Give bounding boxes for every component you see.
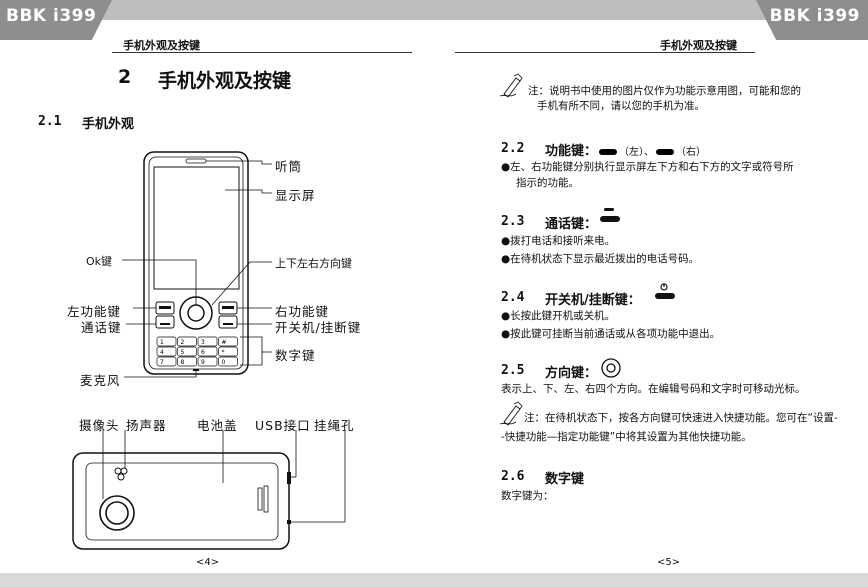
label-microphone: 麦克风 [80, 373, 121, 388]
keypad-key-label: 4 [160, 349, 164, 356]
section-title-2-1: 手机外观 [82, 117, 135, 132]
keypad-key-7 [156, 356, 177, 367]
header-rule-right [455, 52, 755, 53]
chapter-number: 2 [118, 66, 132, 88]
screen [153, 166, 240, 290]
s22-line2: 指示的功能。 [516, 177, 579, 189]
footer-band [0, 573, 868, 587]
section-title-2-2: 功能键：（左）、（右） [545, 144, 707, 159]
keypad-key-label: 2 [181, 339, 185, 346]
keypad-key-label: # [222, 339, 227, 346]
section-number-2-2: 2.2 [501, 141, 525, 156]
header-band [0, 0, 868, 20]
label-usb-port: USB接口 [255, 418, 311, 433]
keypad-key-label: * [222, 349, 225, 356]
s25-line: 表示上、下、左、右四个方向。在编辑号码和文字时可移动光标。 [501, 383, 806, 395]
end-key [218, 315, 238, 329]
brand-tab-left [0, 0, 112, 40]
keypad-key-2 [177, 336, 197, 347]
section-number-2-6: 2.6 [501, 469, 525, 484]
section-title-2-6: 数字键 [545, 472, 585, 487]
brand-logo-right: BBK i399 [769, 6, 860, 26]
section-title-2-4: 开关机/挂断键： [545, 293, 641, 308]
page-number-right: <5> [657, 557, 681, 568]
section-title-2-5: 方向键： [545, 366, 598, 381]
label-nav-key: 上下左右方向键 [275, 257, 352, 270]
keypad-key-0 [218, 356, 238, 367]
brand-tab-right [756, 0, 868, 40]
label-power-end-key: 开关机/挂断键 [275, 320, 362, 335]
label-left-soft-key: 左功能键 [67, 304, 122, 319]
page-number-left: <4> [196, 557, 220, 568]
keypad-key-9 [197, 356, 218, 367]
keypad-key-label: 1 [160, 339, 164, 346]
section-number-2-4: 2.4 [501, 290, 525, 305]
section-title-2-3: 通话键： [545, 217, 598, 232]
label-speaker: 扬声器 [126, 418, 167, 433]
s23-bullet2: ●在待机状态下显示最近拨出的电话号码。 [501, 253, 700, 265]
keypad-key-3 [197, 336, 218, 347]
ok-button [187, 304, 205, 322]
keypad-key-# [218, 336, 238, 347]
section-number-2-3: 2.3 [501, 214, 525, 229]
header-rule-left [112, 52, 412, 53]
call-key [155, 315, 175, 329]
keypad-key-4 [156, 346, 177, 357]
note2-line2: -快捷功能—指定功能键”中将其设置为其他快捷功能。 [501, 431, 752, 443]
note1-line1: 注：说明书中使用的图片仅作为功能示意用图，可能和您的 [528, 85, 801, 97]
camera-lens-inner [105, 501, 129, 525]
keypad-key-label: 8 [181, 359, 185, 366]
chapter-title: 手机外观及按键 [158, 70, 292, 92]
note2-line1: 注：在待机状态下，按各方向键可快速进入快捷功能。您可在“设置- [524, 412, 838, 424]
section-number-2-1: 2.1 [38, 114, 62, 129]
label-ok-key: Ok键 [86, 255, 113, 268]
label-call-key: 通话键 [81, 320, 122, 335]
s24-bullet2: ●按此键可挂断当前通话或从各项功能中退出。 [501, 328, 721, 340]
s23-bullet1: ●拨打电话和接听来电。 [501, 235, 616, 247]
label-right-soft-key: 右功能键 [275, 304, 330, 319]
running-title-right: 手机外观及按键 [660, 39, 737, 52]
s26-line: 数字键为： [501, 490, 554, 502]
label-display: 显示屏 [275, 188, 316, 203]
keypad-key-* [218, 346, 238, 357]
label-earpiece: 听筒 [275, 159, 303, 174]
right-soft-key-icon [656, 148, 675, 155]
label-number-keys: 数字键 [275, 348, 316, 363]
keypad: 1 2 3 #4 5 6 * 7 8 9 0 [156, 336, 238, 367]
keypad-key-label: 5 [181, 349, 185, 356]
label-lanyard-hole: 挂绳孔 [314, 418, 355, 433]
running-title-left: 手机外观及按键 [123, 39, 200, 52]
label-camera: 摄像头 [79, 418, 120, 433]
keypad-key-6 [197, 346, 218, 357]
note1-line2: 手机有所不同，请以您的手机为准。 [537, 100, 705, 112]
s22-line1: ●左、右功能键分别执行显示屏左下方和右下方的文字或符号所 [501, 161, 794, 173]
label-battery-cover: 电池盖 [197, 418, 238, 433]
keypad-key-5 [177, 346, 197, 357]
keypad-key-8 [177, 356, 197, 367]
keypad-key-1 [156, 336, 177, 347]
section-number-2-5: 2.5 [501, 363, 525, 378]
earpiece-slot [185, 158, 207, 164]
battery-cover-outline [85, 462, 279, 541]
keypad-key-label: 3 [201, 339, 205, 346]
keypad-key-label: 9 [201, 359, 205, 366]
keypad-key-label: 7 [160, 359, 164, 366]
s24-bullet1: ●长按此键开机或关机。 [501, 310, 616, 322]
keypad-key-label: 0 [222, 359, 226, 366]
keypad-key-label: 6 [201, 349, 205, 356]
left-soft-key-icon [599, 148, 618, 155]
brand-logo-left: BBK i399 [6, 6, 97, 26]
